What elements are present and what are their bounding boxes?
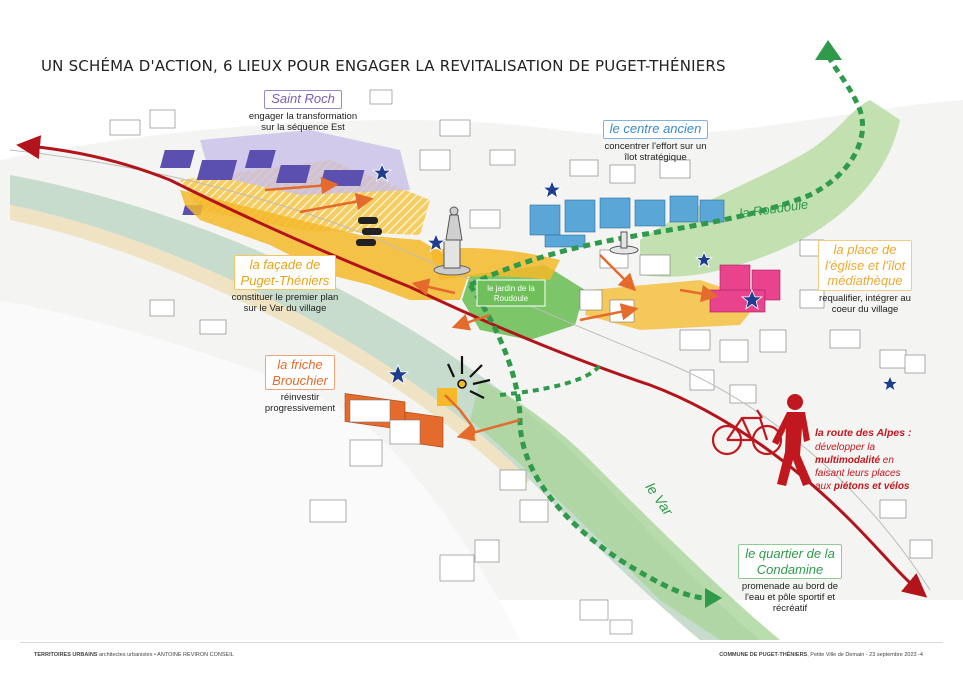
route-des-alpes-line[interactable] xyxy=(16,135,411,289)
place-eglise-title-3: médiathèque xyxy=(827,273,903,289)
saint-roch-title: Saint Roch xyxy=(264,90,342,109)
condamine-title-1: le quartier de la xyxy=(745,546,835,561)
roudoule-green xyxy=(640,100,900,277)
footer-right-bold: COMMUNE DE PUGET-THÉNIERS xyxy=(719,652,808,658)
centre-ancien-desc-2: îlot stratégique xyxy=(624,151,687,163)
route-line-3-bold: multimodalité xyxy=(815,454,881,466)
centre-ancien-buildings xyxy=(529,195,725,248)
jardin-label-line1: le jardin de la xyxy=(487,284,535,293)
spotlight-icon xyxy=(447,356,491,399)
footer-left-rest: architectes urbanistes • ANTOINE REVIRON… xyxy=(97,652,234,658)
footer-left: TERRITOIRES URBAINS architectes urbanist… xyxy=(34,652,234,658)
site-star-markers xyxy=(371,162,900,392)
centre-ancien-label: le centre ancien concentrer l'effort sur… xyxy=(578,120,733,164)
route-line-2: développer la xyxy=(815,441,876,453)
centre-ancien-title: le centre ancien xyxy=(602,120,709,139)
pedestrian-icon xyxy=(772,394,812,486)
facade-title-2: Puget-Théniers xyxy=(240,272,330,288)
condamine-title-2: Condamine xyxy=(756,561,824,577)
promenade-arrow-south xyxy=(705,588,722,608)
friche-title-1: la friche xyxy=(277,357,323,372)
friche-label: la friche Brouchier réinvestir progressi… xyxy=(245,355,355,415)
facade-label: la façade de Puget-Théniers constituer l… xyxy=(205,255,365,315)
promenade-var[interactable] xyxy=(467,283,713,601)
jardin-label: le jardin de la Roudoule xyxy=(476,279,546,307)
place-eglise-title-1: la place de xyxy=(833,242,897,257)
condamine-desc-3: récréatif xyxy=(772,603,808,615)
parking-cars-icon xyxy=(356,217,382,246)
place-eglise-desc-2: coeur du village xyxy=(831,303,899,315)
friche-desc-2: progressivement xyxy=(264,403,336,415)
route-des-alpes-label: la route des Alpes : développer la multi… xyxy=(815,427,955,493)
centre-ancien-desc-1: concentrer l'effort sur un xyxy=(604,140,707,152)
statue-icon xyxy=(433,206,471,276)
route-line-3-rest: en xyxy=(880,454,894,466)
footer-right-rest: , Petite Ville de Demain - 23 septembre … xyxy=(807,652,923,658)
friche-title-2: Brouchier xyxy=(272,372,328,388)
route-line-5-pre: aux xyxy=(815,480,834,492)
place-eglise-desc-1: requalifier, intégrer au xyxy=(819,292,911,304)
facade-title-1: la façade de xyxy=(249,257,321,272)
condamine-label: le quartier de la Condamine promenade au… xyxy=(720,544,860,615)
saint-roch-desc-2: sur la séquence Est xyxy=(261,121,345,133)
riverside-green xyxy=(470,380,780,640)
footer-divider xyxy=(20,642,943,643)
promenade-roudoule[interactable] xyxy=(468,53,866,288)
fountain-icon xyxy=(609,231,639,255)
saint-roch-label: Saint Roch engager la transformation sur… xyxy=(228,90,378,134)
jardin-label-line2: Roudoule xyxy=(494,294,529,303)
footer-left-bold: TERRITOIRES URBAINS xyxy=(34,652,98,658)
page-title: UN SCHÉMA D'ACTION, 6 LIEUX POUR ENGAGER… xyxy=(41,57,726,75)
route-des-alpes-line-south[interactable] xyxy=(409,285,928,598)
bicycle-icon xyxy=(711,409,783,456)
route-title: la route des Alpes : xyxy=(815,427,912,439)
facade-desc-1: constituer le premier plan xyxy=(231,292,339,304)
saint-roch-desc-1: engager la transformation xyxy=(248,110,358,122)
route-line-5-bold: piétons et vélos xyxy=(833,480,910,492)
place-eglise-label: la place de l'église et l'îlot médiathèq… xyxy=(790,240,940,316)
friche-desc-1: réinvestir xyxy=(280,392,320,404)
orange-link-arrows xyxy=(264,176,719,442)
condamine-desc-1: promenade au bord de xyxy=(741,581,839,593)
promenade-arrow-north xyxy=(815,40,842,60)
condamine-desc-2: l'eau et pôle sportif et xyxy=(744,592,835,604)
facade-zone xyxy=(180,190,470,300)
place-eglise-title-2: l'église et l'îlot xyxy=(824,257,906,273)
route-line-4: faisant leurs places xyxy=(815,467,901,479)
footer-right: COMMUNE DE PUGET-THÉNIERS, Petite Ville … xyxy=(719,652,923,658)
facade-desc-2: sur le Var du village xyxy=(243,303,327,315)
